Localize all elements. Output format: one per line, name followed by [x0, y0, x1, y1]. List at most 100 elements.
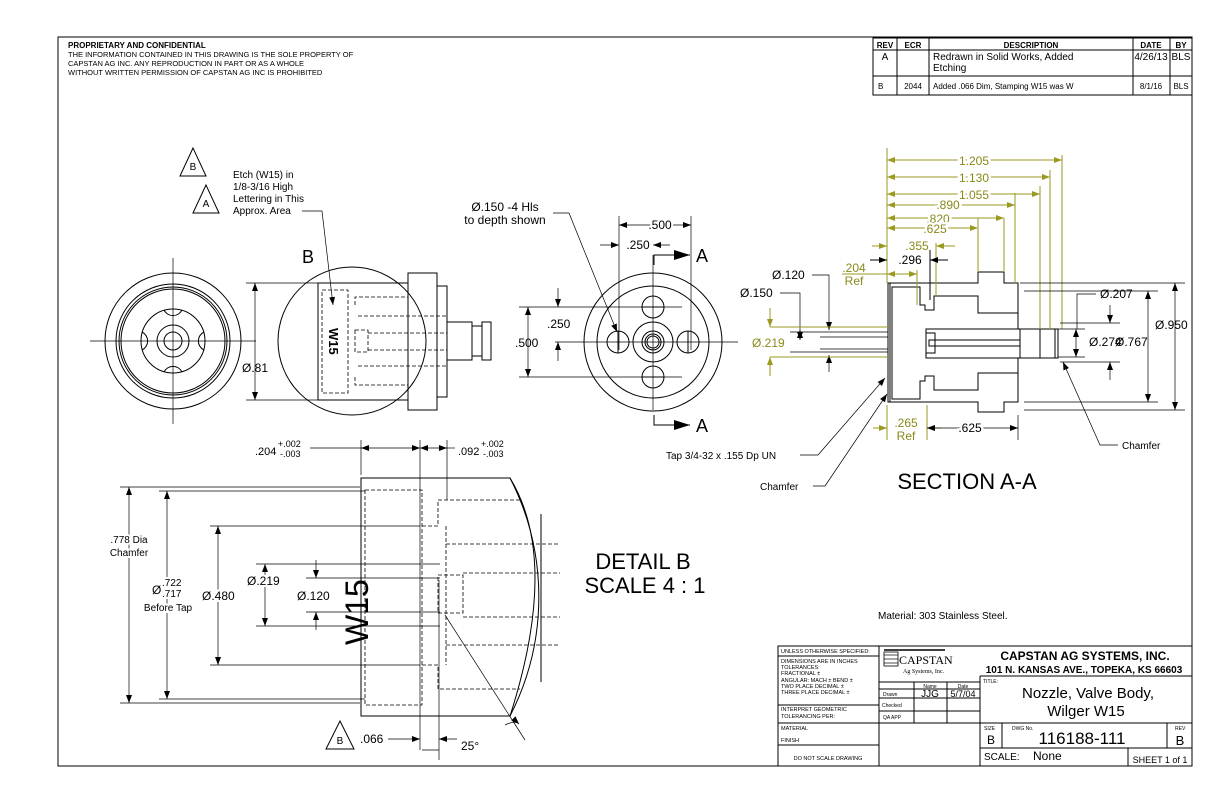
ecr-cell: 2044: [904, 82, 922, 91]
revision-triangle-b-detail: [325, 719, 355, 750]
etch-note-line-2: 1/8-3/16 High: [233, 182, 293, 193]
revision-row: A Redrawn in Solid Works, Added Etching …: [882, 52, 1191, 74]
dim-204-detail: .204: [255, 446, 276, 458]
notice-title: PROPRIETARY AND CONFIDENTIAL: [68, 41, 206, 50]
holes-note-line-1: Ø.150 -4 Hls: [471, 200, 538, 214]
scale-value: None: [1033, 749, 1062, 763]
chamfer-note-right: Chamfer: [1122, 441, 1161, 452]
date-cell: 4/26/13: [1134, 52, 1168, 63]
revision-table: REV ECR DESCRIPTION DATE BY A Redrawn in…: [872, 37, 1193, 96]
drawn-date: 5/7/04: [950, 689, 975, 699]
front-view: [90, 258, 256, 424]
detail-b-scale: SCALE 4 : 1: [584, 573, 705, 598]
description-cell: Redrawn in Solid Works, Added: [933, 52, 1073, 63]
logo-name: CAPSTAN: [899, 653, 953, 667]
unless-specified: UNLESS OTHERWISE SPECIFIED:: [781, 649, 870, 655]
tolerance-line-7: INTERPRET GEOMETRIC: [781, 707, 847, 713]
dim-dia-219: Ø.219: [752, 336, 785, 350]
dim-066: .066: [360, 732, 384, 746]
section-a-a: 1.205 1.130 1.055 .890 .820 .625 .355 .2…: [740, 148, 1188, 494]
dim-820: .820: [926, 212, 950, 226]
description-header: DESCRIPTION: [1004, 41, 1059, 50]
drawing-title-line-1: Nozzle, Valve Body,: [1022, 685, 1154, 702]
etch-note: B A Etch (W15) in 1/8-3/16 High Letterin…: [179, 146, 336, 306]
etch-note-line-3: Lettering in This: [233, 194, 304, 205]
drawn-by: JJG: [921, 689, 939, 700]
detail-b-callout: B: [302, 247, 314, 267]
size-label: SIZE: [984, 726, 996, 732]
sheet-border: [57, 36, 1193, 767]
holes-note-line-2: to depth shown: [464, 213, 545, 227]
etch-note-line-4: Approx. Area: [233, 206, 291, 217]
title-block: UNLESS OTHERWISE SPECIFIED: DIMENSIONS A…: [777, 645, 1193, 767]
dim-250-horizontal: .250: [626, 238, 650, 252]
dim-092-minus-tol: -.003: [483, 449, 504, 459]
dim-890: .890: [936, 198, 960, 212]
rev-header: REV: [877, 41, 894, 50]
title-label: TITLE:: [983, 679, 998, 685]
revision-triangle-a: [192, 183, 220, 214]
tolerance-line-4: ANGULAR: MACH ± BEND ±: [781, 678, 853, 684]
ref-label-1: Ref: [845, 274, 864, 288]
dim-dia-219-detail: Ø.219: [247, 574, 280, 588]
qa-approval-label: QA APP: [883, 715, 902, 721]
tolerance-line-6: THREE PLACE DECIMAL ±: [781, 690, 850, 696]
dim-204-ref: .204: [842, 261, 866, 275]
diameter-081-dim: Ø.81: [242, 361, 268, 375]
chamfer-note-left: Chamfer: [760, 482, 799, 493]
before-tap-label: Before Tap: [144, 603, 193, 614]
date-cell: 8/1/16: [1140, 82, 1163, 91]
dim-204-plus-tol: +.002: [278, 439, 301, 449]
dim-1-205: 1.205: [959, 154, 989, 168]
by-cell: BLS: [1173, 82, 1188, 91]
description-cell: Added .066 Dim, Stamping W15 was W: [933, 82, 1074, 91]
revision-row: B 2044 Added .066 Dim, Stamping W15 was …: [878, 82, 1189, 91]
by-cell: BLS: [1172, 52, 1191, 63]
checked-label: Checked: [882, 703, 902, 709]
side-view: Ø.81 W15: [242, 266, 492, 416]
tolerance-line-3: FRACTIONAL ±: [781, 671, 820, 677]
tap-note: Tap 3/4-32 x .155 Dp UN: [666, 451, 776, 462]
notice-line-1: THE INFORMATION CONTAINED IN THIS DRAWIN…: [68, 50, 354, 59]
dim-500-vertical: .500: [515, 336, 539, 350]
dim-dia-150: Ø.150: [740, 286, 773, 300]
name-column-header: Name: [923, 684, 937, 690]
drawn-label: Drawn: [883, 692, 898, 698]
dim-dia-950: Ø.950: [1155, 318, 1188, 332]
revision-a-label: A: [203, 199, 210, 210]
section-a-marker-bottom: A: [696, 416, 708, 436]
chamfer-dia-line-1: .778 Dia: [110, 535, 148, 546]
dim-204-minus-tol: -.003: [280, 449, 301, 459]
dim-265-ref: .265: [894, 416, 918, 430]
drawing-revision: B: [1176, 733, 1185, 748]
date-column-header: Date: [958, 684, 969, 690]
revision-b-label: B: [190, 162, 197, 173]
notice-line-3: WITHOUT WRITTEN PERMISSION OF CAPSTAN AG…: [68, 68, 323, 77]
sheet-count: SHEET 1 of 1: [1133, 755, 1188, 765]
dwg-number: 116188-111: [1039, 729, 1126, 748]
dim-355: .355: [905, 239, 929, 253]
dim-1-055: 1.055: [959, 188, 989, 202]
angle-25: 25°: [461, 739, 479, 753]
detail-b: W15 .204 +.002 -.003 .092 +.002 -.003 .7…: [108, 439, 706, 760]
proprietary-notice: PROPRIETARY AND CONFIDENTIAL THE INFORMA…: [68, 41, 354, 77]
rev-label: REV: [1175, 726, 1186, 732]
end-view: .500 .250 .500 .250 Ø.150 -4 Hls to dept…: [464, 200, 888, 493]
revision-b-detail-label: B: [337, 736, 344, 747]
sheet-size: B: [987, 733, 995, 747]
logo-subtitle: Ag Systems, Inc.: [903, 669, 944, 675]
dim-dia-274: Ø.274: [1089, 335, 1122, 349]
dim-dia-120-detail: Ø.120: [297, 589, 330, 603]
dim-250-vertical: .250: [547, 317, 571, 331]
section-a-marker-top: A: [696, 246, 708, 266]
dim-092-plus-tol: +.002: [481, 439, 504, 449]
description-cell-cont: Etching: [933, 63, 966, 74]
material-label: MATERIAL: [781, 726, 808, 732]
tap-dia-symbol: Ø: [152, 583, 161, 597]
dim-296: .296: [898, 253, 922, 267]
section-a-a-title: SECTION A-A: [897, 469, 1037, 494]
tolerance-line-8: TOLERANCING PER:: [781, 714, 835, 720]
revision-triangle-b: [179, 146, 207, 177]
capstan-logo: CAPSTAN Ag Systems, Inc.: [883, 649, 953, 675]
